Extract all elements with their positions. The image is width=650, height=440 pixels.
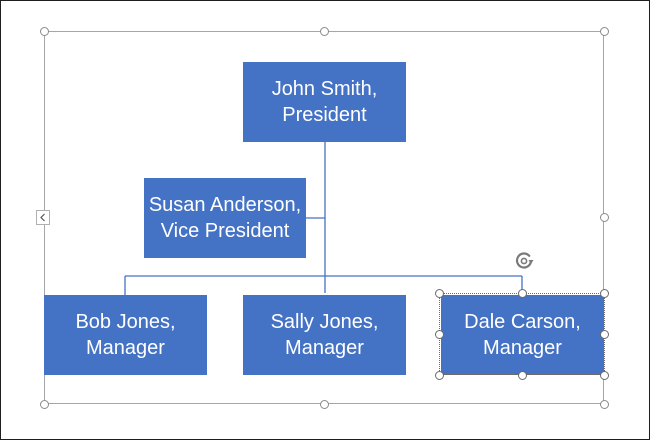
shape-resize-handle-bottom-right[interactable] [600,371,609,380]
org-node-manager-dale[interactable]: Dale Carson, Manager [441,295,604,375]
frame-resize-handle-bottom-left[interactable] [40,400,49,409]
org-node-manager-dale-text: Dale Carson, Manager [464,311,581,359]
frame-resize-handle-top-right[interactable] [600,27,609,36]
org-node-vice-president-text: Susan Anderson, Vice President [148,194,302,242]
shape-rotate-handle[interactable] [512,249,536,273]
frame-resize-handle-top-left[interactable] [40,27,49,36]
shape-resize-handle-top[interactable] [518,289,527,298]
org-node-manager-bob[interactable]: Bob Jones, Manager [44,295,207,375]
rotate-icon [515,252,534,269]
frame-resize-handle-top[interactable] [320,27,329,36]
org-node-manager-sally-text: Sally Jones, Manager [270,311,379,359]
shape-resize-handle-bottom-left[interactable] [435,371,444,380]
frame-resize-handle-bottom[interactable] [320,400,329,409]
org-node-manager-sally[interactable]: Sally Jones, Manager [243,295,406,375]
frame-resize-handle-bottom-right[interactable] [600,400,609,409]
org-node-president[interactable]: John Smith, President [243,62,406,142]
shape-resize-handle-right[interactable] [600,330,609,339]
frame-resize-handle-right[interactable] [600,213,609,222]
org-node-president-text: John Smith, President [271,78,378,126]
text-pane-button[interactable] [36,210,50,225]
org-node-vice-president[interactable]: Susan Anderson, Vice President [144,178,306,258]
shape-resize-handle-left[interactable] [435,330,444,339]
org-node-manager-bob-text: Bob Jones, Manager [75,311,176,359]
chevron-left-icon [40,213,45,222]
shape-resize-handle-top-left[interactable] [435,289,444,298]
shape-resize-handle-bottom[interactable] [518,371,527,380]
shape-resize-handle-top-right[interactable] [600,289,609,298]
